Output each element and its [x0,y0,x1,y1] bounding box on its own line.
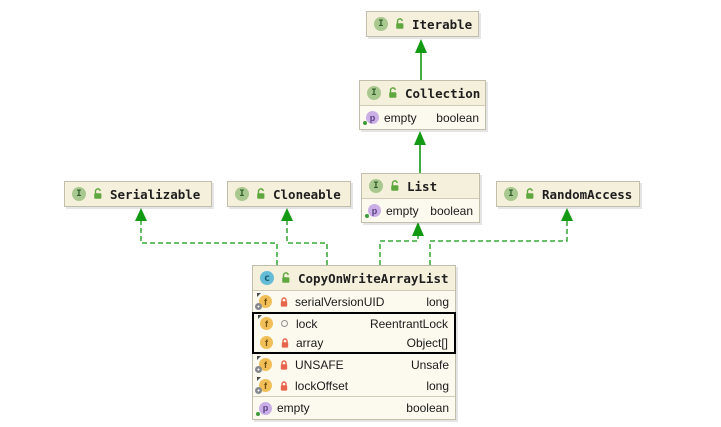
interface-node-randomaccess[interactable]: I RandomAccess [496,181,640,207]
property-row-empty[interactable]: p empty boolean [362,199,479,222]
node-header[interactable]: I RandomAccess [497,182,639,206]
package-private-icon [281,320,288,327]
interface-icon: I [72,187,86,201]
node-header[interactable]: c CopyOnWriteArrayList [253,266,455,291]
interface-name: RandomAccess [542,186,633,202]
field-icon: f [255,293,272,310]
implements-edge-cowal-serializable [135,208,278,265]
field-type: long [426,294,449,309]
field-type: ReentrantLock [369,316,448,331]
class-name: CopyOnWriteArrayList [298,270,449,286]
property-type: boolean [430,203,473,218]
private-lock-icon [280,380,287,391]
extends-edge-collection-iterable [415,39,427,80]
static-mark-icon [255,387,262,394]
node-header[interactable]: I Serializable [65,182,211,206]
property-icon: p [363,111,379,125]
property-icon: p [365,204,381,218]
interface-icon: I [504,187,518,201]
implements-edge-cowal-list [379,222,424,265]
node-header[interactable]: I List [362,174,479,199]
field-name: UNSAFE [295,357,344,372]
extends-edge-list-collection [414,131,426,173]
interface-node-collection[interactable]: I Collection p empty boolean [359,80,486,130]
public-open-lock-icon [257,188,265,199]
property-name: empty [386,203,419,218]
field-name: lockOffset [295,378,349,393]
public-dot-icon [256,411,260,416]
interface-name: Serializable [110,186,201,202]
selection-box: f lock ReentrantLock f array Object[] [252,312,456,354]
interface-node-list[interactable]: I List p empty boolean [361,173,480,223]
private-lock-icon [280,296,287,307]
field-icon: f [255,377,272,394]
implements-edge-cowal-randomaccess [429,208,573,265]
final-mark-icon [257,293,261,297]
property-name: empty [277,401,310,415]
final-mark-icon [258,315,262,319]
interface-name: List [407,178,438,194]
final-mark-icon [257,377,261,381]
static-mark-icon [255,303,262,310]
property-row-empty[interactable]: p empty boolean [360,106,485,129]
field-icon: f [258,315,273,330]
field-name: lock [296,316,318,331]
property-type: boolean [436,110,479,125]
interface-icon: I [235,187,249,201]
public-open-lock-icon [94,188,102,199]
property-icon: p [256,401,272,416]
public-open-lock-icon [526,188,534,199]
field-type: Unsafe [410,357,449,372]
implements-edge-cowal-cloneable [281,208,328,265]
class-icon: c [260,271,274,285]
property-name: empty [384,110,417,125]
class-node-copyonwritearraylist[interactable]: c CopyOnWriteArrayList f serialVersionUI… [252,265,456,420]
public-dot-icon [363,121,367,125]
interface-icon: I [374,17,388,31]
field-icon: f [260,336,273,349]
interface-name: Cloneable [273,186,341,202]
field-row-lock[interactable]: f lock ReentrantLock [254,314,454,333]
final-mark-icon [257,356,261,360]
private-lock-icon [280,359,287,370]
public-open-lock-icon [396,18,404,29]
interface-name: Iterable [412,16,473,32]
public-open-lock-icon [391,180,399,191]
private-lock-icon [281,337,288,348]
interface-name: Collection [405,85,481,101]
field-type: Object[] [406,335,448,350]
field-name: array [296,335,324,350]
field-type: long [426,378,449,393]
field-name: serialVersionUID [295,294,385,309]
node-header[interactable]: I Iterable [367,12,478,36]
public-open-lock-icon [389,87,397,98]
property-row-empty[interactable]: p empty boolean [253,396,455,419]
property-type: boolean [406,401,449,415]
node-header[interactable]: I Cloneable [228,182,350,206]
interface-node-iterable[interactable]: I Iterable [366,11,479,37]
field-row-unsafe[interactable]: f UNSAFE Unsafe [253,354,455,375]
field-icon: f [255,356,272,373]
field-row-lockoffset[interactable]: f lockOffset long [253,375,455,396]
interface-icon: I [369,179,383,193]
public-dot-icon [365,214,369,218]
interface-node-cloneable[interactable]: I Cloneable [227,181,351,207]
interface-icon: I [367,86,381,100]
static-mark-icon [255,366,262,373]
public-open-lock-icon [282,272,290,283]
interface-node-serializable[interactable]: I Serializable [64,181,212,207]
field-row-array[interactable]: f array Object[] [254,333,454,352]
node-header[interactable]: I Collection [360,81,485,106]
field-row-serialversionuid[interactable]: f serialVersionUID long [253,291,455,312]
